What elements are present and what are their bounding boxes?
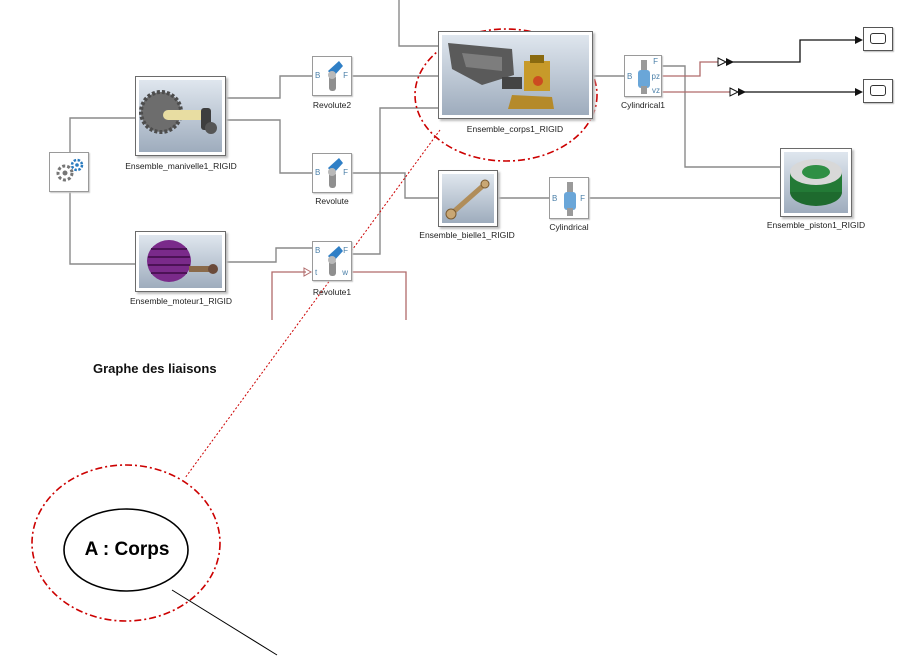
highlight-ellipse-corps xyxy=(414,28,598,162)
joint-block-revolute[interactable]: B F xyxy=(312,153,352,193)
revolute-joint-icon xyxy=(328,158,343,188)
connection-line xyxy=(69,117,135,152)
signal-line xyxy=(662,61,718,77)
port-f: F xyxy=(580,194,585,203)
port-b: B xyxy=(627,72,633,81)
diagram-heading: Graphe des liaisons xyxy=(93,361,217,376)
scope-icon xyxy=(870,33,886,44)
signal-arrow-icon xyxy=(303,267,313,277)
port-b: B xyxy=(315,71,321,80)
joint-block-cylindrical1[interactable]: B F pz vz xyxy=(624,55,662,97)
label-cylindrical: Cylindrical xyxy=(549,222,589,232)
label-revolute: Revolute xyxy=(315,196,349,206)
body-block-piston[interactable] xyxy=(780,148,852,217)
body-block-moteur[interactable] xyxy=(135,231,226,292)
connection-line xyxy=(352,172,438,199)
label-moteur: Ensemble_moteur1_RIGID xyxy=(129,296,233,306)
scope-block-vz[interactable] xyxy=(863,79,893,103)
port-t: t xyxy=(315,268,318,277)
cylindrical-joint-icon xyxy=(638,60,650,94)
label-manivelle: Ensemble_manivelle1_RIGID xyxy=(125,161,237,171)
port-b: B xyxy=(315,168,321,177)
port-f: F xyxy=(653,57,658,66)
signal-line xyxy=(730,39,860,63)
port-f: F xyxy=(343,168,348,177)
connection-line xyxy=(226,247,312,263)
port-pz: pz xyxy=(651,72,660,81)
label-revolute2: Revolute2 xyxy=(312,100,352,110)
connection-line xyxy=(226,75,312,99)
body-block-bielle[interactable] xyxy=(438,170,498,227)
signal-arrow-icon xyxy=(729,87,740,97)
port-vz: vz xyxy=(652,86,660,95)
body-block-manivelle[interactable] xyxy=(135,76,226,156)
signal-line xyxy=(344,271,407,320)
connection-line xyxy=(352,107,438,255)
connection-line xyxy=(662,65,780,168)
cylindrical-joint-icon xyxy=(564,182,576,216)
node-ellipse xyxy=(63,508,189,592)
label-revolute1: Revolute1 xyxy=(312,287,352,297)
joint-block-revolute2[interactable]: B F xyxy=(312,56,352,96)
node-label: A : Corps xyxy=(84,539,170,560)
port-f: F xyxy=(343,246,348,255)
port-f: F xyxy=(343,71,348,80)
label-cylindrical1: Cylindrical1 xyxy=(621,100,665,110)
port-w: w xyxy=(342,268,348,277)
scope-icon xyxy=(870,85,886,96)
label-piston: Ensemble_piston1_RIGID xyxy=(766,220,866,230)
revolute-joint-icon xyxy=(328,61,343,91)
joint-block-cylindrical[interactable]: B F xyxy=(549,177,589,219)
edge-line xyxy=(171,589,278,656)
revolute-joint-icon xyxy=(328,246,343,276)
highlight-ellipse-node xyxy=(31,464,221,622)
label-bielle: Ensemble_bielle1_RIGID xyxy=(419,230,515,240)
body-block-corps[interactable] xyxy=(438,31,593,119)
port-b: B xyxy=(552,194,558,203)
solver-config-block[interactable] xyxy=(49,152,89,192)
connection-line xyxy=(69,192,135,265)
signal-arrow-icon xyxy=(855,36,863,44)
port-b: B xyxy=(315,246,321,255)
joint-block-revolute1[interactable]: B F t w xyxy=(312,241,352,281)
signal-arrow-icon xyxy=(855,88,863,96)
signal-arrow-icon xyxy=(717,57,728,67)
signal-arrow-icon xyxy=(738,88,746,96)
gear-config-icon xyxy=(56,158,84,182)
signal-line xyxy=(271,271,306,320)
label-corps: Ensemble_corps1_RIGID xyxy=(466,124,564,134)
connection-line xyxy=(398,0,438,47)
signal-arrow-icon xyxy=(726,58,734,66)
connection-line xyxy=(226,119,312,174)
scope-block-pz[interactable] xyxy=(863,27,893,51)
